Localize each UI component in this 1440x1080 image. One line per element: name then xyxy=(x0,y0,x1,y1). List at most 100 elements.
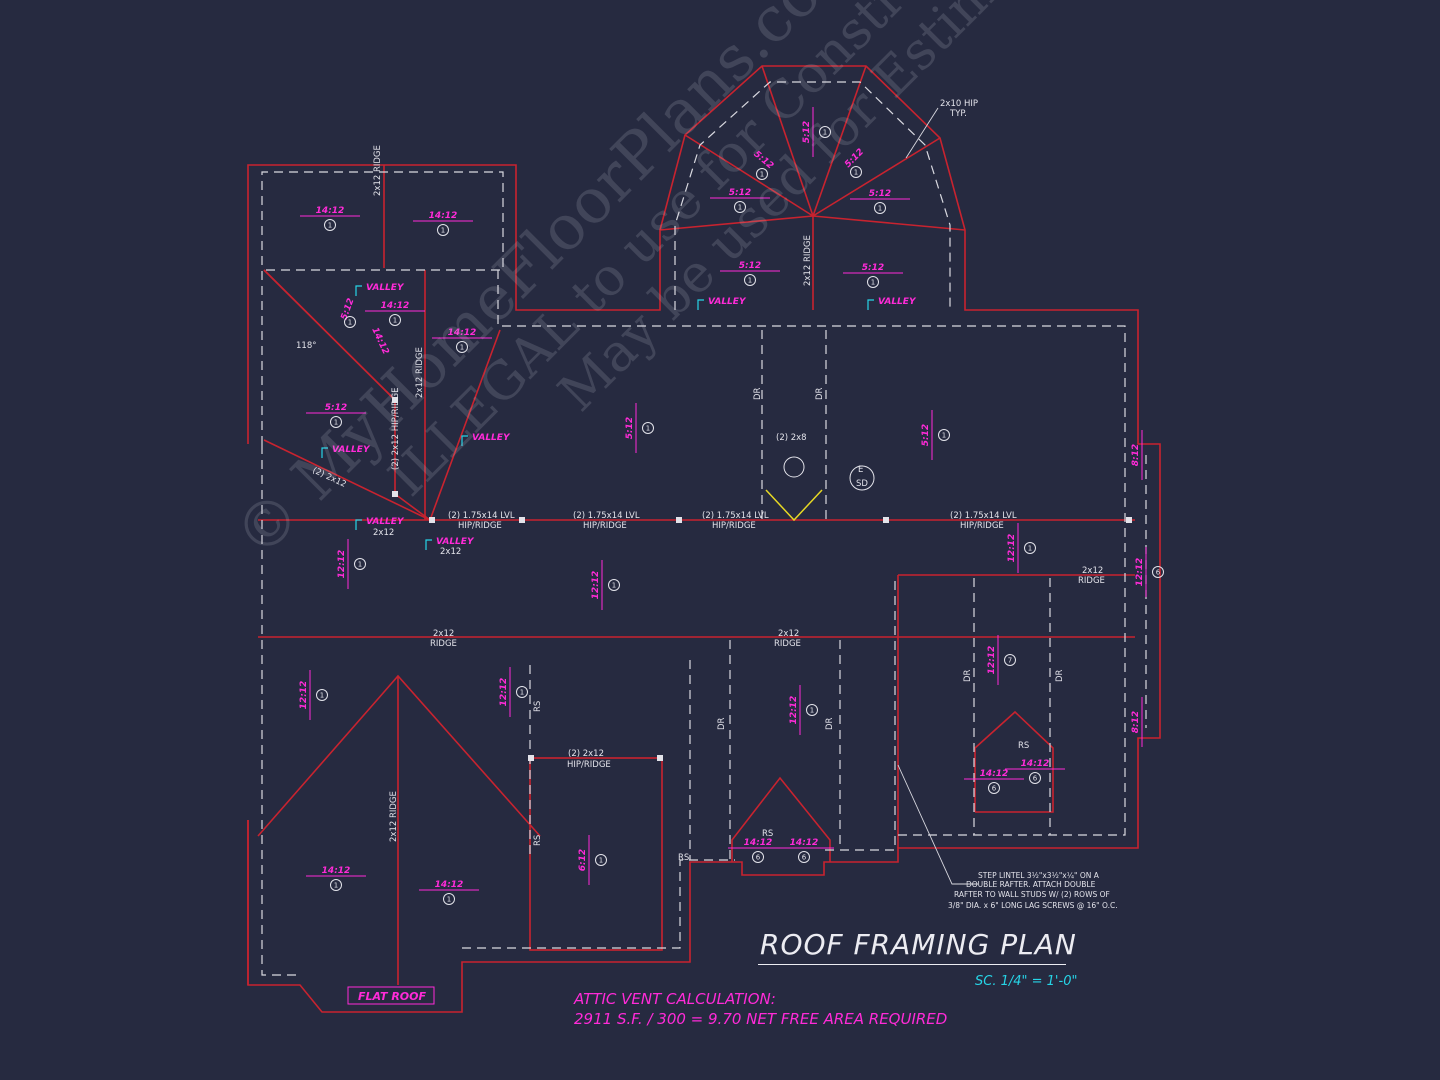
detail-number: 1 xyxy=(942,432,946,440)
detail-circle xyxy=(744,274,756,286)
pitch-label: 14:12 xyxy=(429,211,458,221)
pitch-label: 8:12 xyxy=(1131,711,1141,733)
detail-circle xyxy=(938,429,950,441)
vertical-ridge-label-2: 2x12 RIDGE xyxy=(415,347,425,398)
vertical-hip-ridge-label: (2) 2x12 HIP/RIDGE xyxy=(391,387,401,470)
valley-label: VALLEY xyxy=(366,283,405,293)
valley-label: VALLEY xyxy=(436,537,475,547)
detail-number: 1 xyxy=(646,425,650,433)
lintel-note-1: STEP LINTEL 3½"x3½"x¼" ON A xyxy=(978,871,1100,880)
valley-leader xyxy=(867,299,874,310)
ridge-label-2: RIDGE xyxy=(774,639,801,649)
dr-label-5: DR xyxy=(963,669,973,682)
valley-label: VALLEY xyxy=(878,297,917,307)
detail-circle xyxy=(798,851,810,863)
ridge-2x12-label-1: 2x12 xyxy=(433,629,454,639)
detail-circle xyxy=(354,558,366,570)
valley-leader xyxy=(461,435,468,446)
ridge-2x12-label-3: 2x12 xyxy=(1082,566,1103,576)
detail-circle xyxy=(1024,542,1036,554)
double-2x8-label: (2) 2x8 xyxy=(776,433,807,443)
pitch-label: 12:12 xyxy=(337,550,347,579)
detail-circle xyxy=(806,704,818,716)
rs-label-3: RS xyxy=(1018,741,1029,751)
valley-2x12-label-2: 2x12 xyxy=(440,547,461,557)
detail-number: 1 xyxy=(760,171,764,179)
title-underline xyxy=(758,964,1066,965)
hip-ridge-label-3: HIP/RIDGE xyxy=(712,521,756,531)
rs-label-1: RS xyxy=(678,853,689,863)
framing-labels: (2) 1.75x14 LVL HIP/RIDGE (2) 1.75x14 LV… xyxy=(296,99,1118,1005)
pitch-label: 14:12 xyxy=(435,880,464,890)
lintel-note-2: DOUBLE RAFTER. ATTACH DOUBLE xyxy=(966,880,1096,889)
vertical-ridge-label-3: 2x12 RIDGE xyxy=(803,235,813,286)
hip-ridge-label-5: HIP/RIDGE xyxy=(567,760,611,770)
rs-vertical-2: RS xyxy=(533,835,543,846)
attic-heading: ATTIC VENT CALCULATION: xyxy=(574,990,776,1008)
pitch-label: 5:12 xyxy=(625,417,635,439)
detail-circle xyxy=(752,851,764,863)
detail-circle xyxy=(988,782,1000,794)
pitch-label: 14:12 xyxy=(448,328,477,338)
valley-2x12-label-1: 2x12 xyxy=(373,528,394,538)
detail-number: 1 xyxy=(447,896,451,904)
detail-number: 6 xyxy=(1033,775,1038,783)
valley-label: VALLEY xyxy=(332,445,371,455)
detail-number: 1 xyxy=(393,317,397,325)
detail-number: 1 xyxy=(334,419,338,427)
detail-number: 1 xyxy=(348,319,352,327)
detail-number: 1 xyxy=(358,561,362,569)
detail-number: 1 xyxy=(441,227,445,235)
detail-circle xyxy=(874,202,886,214)
attic-formula: 2911 S.F. / 300 = 9.70 NET FREE AREA REQ… xyxy=(574,1010,948,1028)
pitch-label: 12:12 xyxy=(1135,558,1145,587)
vertical-ridge-label-4: 2x12 RIDGE xyxy=(389,791,399,842)
pitch-label: 14:12 xyxy=(322,866,351,876)
lintel-note-4: 3/8" DIA. x 6" LONG LAG SCREWS @ 16" O.C… xyxy=(948,901,1118,910)
rs-label-2: RS xyxy=(762,829,773,839)
detail-circle xyxy=(344,316,356,328)
lvl-label-3: (2) 1.75x14 LVL xyxy=(702,511,769,521)
valley-leader xyxy=(355,519,362,530)
roof-outline xyxy=(247,65,1161,1013)
detail-number: 1 xyxy=(1028,545,1032,553)
detail-circle xyxy=(437,224,449,236)
pitch-label: 8:12 xyxy=(1131,444,1141,466)
hip-note-1: 2x10 HIP xyxy=(940,99,978,109)
chimney xyxy=(765,456,875,522)
pitch-label: 5:12 xyxy=(869,189,891,199)
vertical-ridge-label-1: 2x12 RIDGE xyxy=(373,145,383,196)
detail-circle xyxy=(1029,772,1041,784)
pitch-label: 12:12 xyxy=(499,678,509,707)
detail-circle xyxy=(330,416,342,428)
valley-label: VALLEY xyxy=(366,517,405,527)
hip-ridge-label-2: HIP/RIDGE xyxy=(583,521,627,531)
detail-number: 6 xyxy=(992,785,997,793)
detail-number: 1 xyxy=(823,129,827,137)
pitch-label: 6:12 xyxy=(578,849,588,871)
pitch-label: 14:12 xyxy=(744,838,773,848)
detail-circle xyxy=(330,879,342,891)
detail-circle xyxy=(734,201,746,213)
pitch-label: 12:12 xyxy=(1007,534,1017,563)
detail-circle xyxy=(867,276,879,288)
detail-circle xyxy=(516,686,528,698)
pitch-label: 12:12 xyxy=(789,696,799,725)
detail-circle xyxy=(819,126,831,138)
dr-label-3: DR xyxy=(717,717,727,730)
dr-label-1: DR xyxy=(753,387,763,400)
pitch-label: 5:12 xyxy=(802,121,812,143)
detail-circle xyxy=(850,166,862,178)
flat-roof-label: FLAT ROOF xyxy=(358,990,426,1003)
hip-note-2: TYP. xyxy=(949,109,967,119)
ridge-2x12-label-2: 2x12 xyxy=(778,629,799,639)
valley-leader xyxy=(321,447,328,458)
pitch-label: 12:12 xyxy=(591,571,601,600)
sd-label: SD xyxy=(856,479,868,489)
detail-number: 1 xyxy=(854,169,858,177)
detail-number: 7 xyxy=(1008,657,1012,665)
detail-number: 1 xyxy=(599,857,603,865)
ridge-label-3: RIDGE xyxy=(1078,576,1105,586)
detail-circle xyxy=(756,168,768,180)
